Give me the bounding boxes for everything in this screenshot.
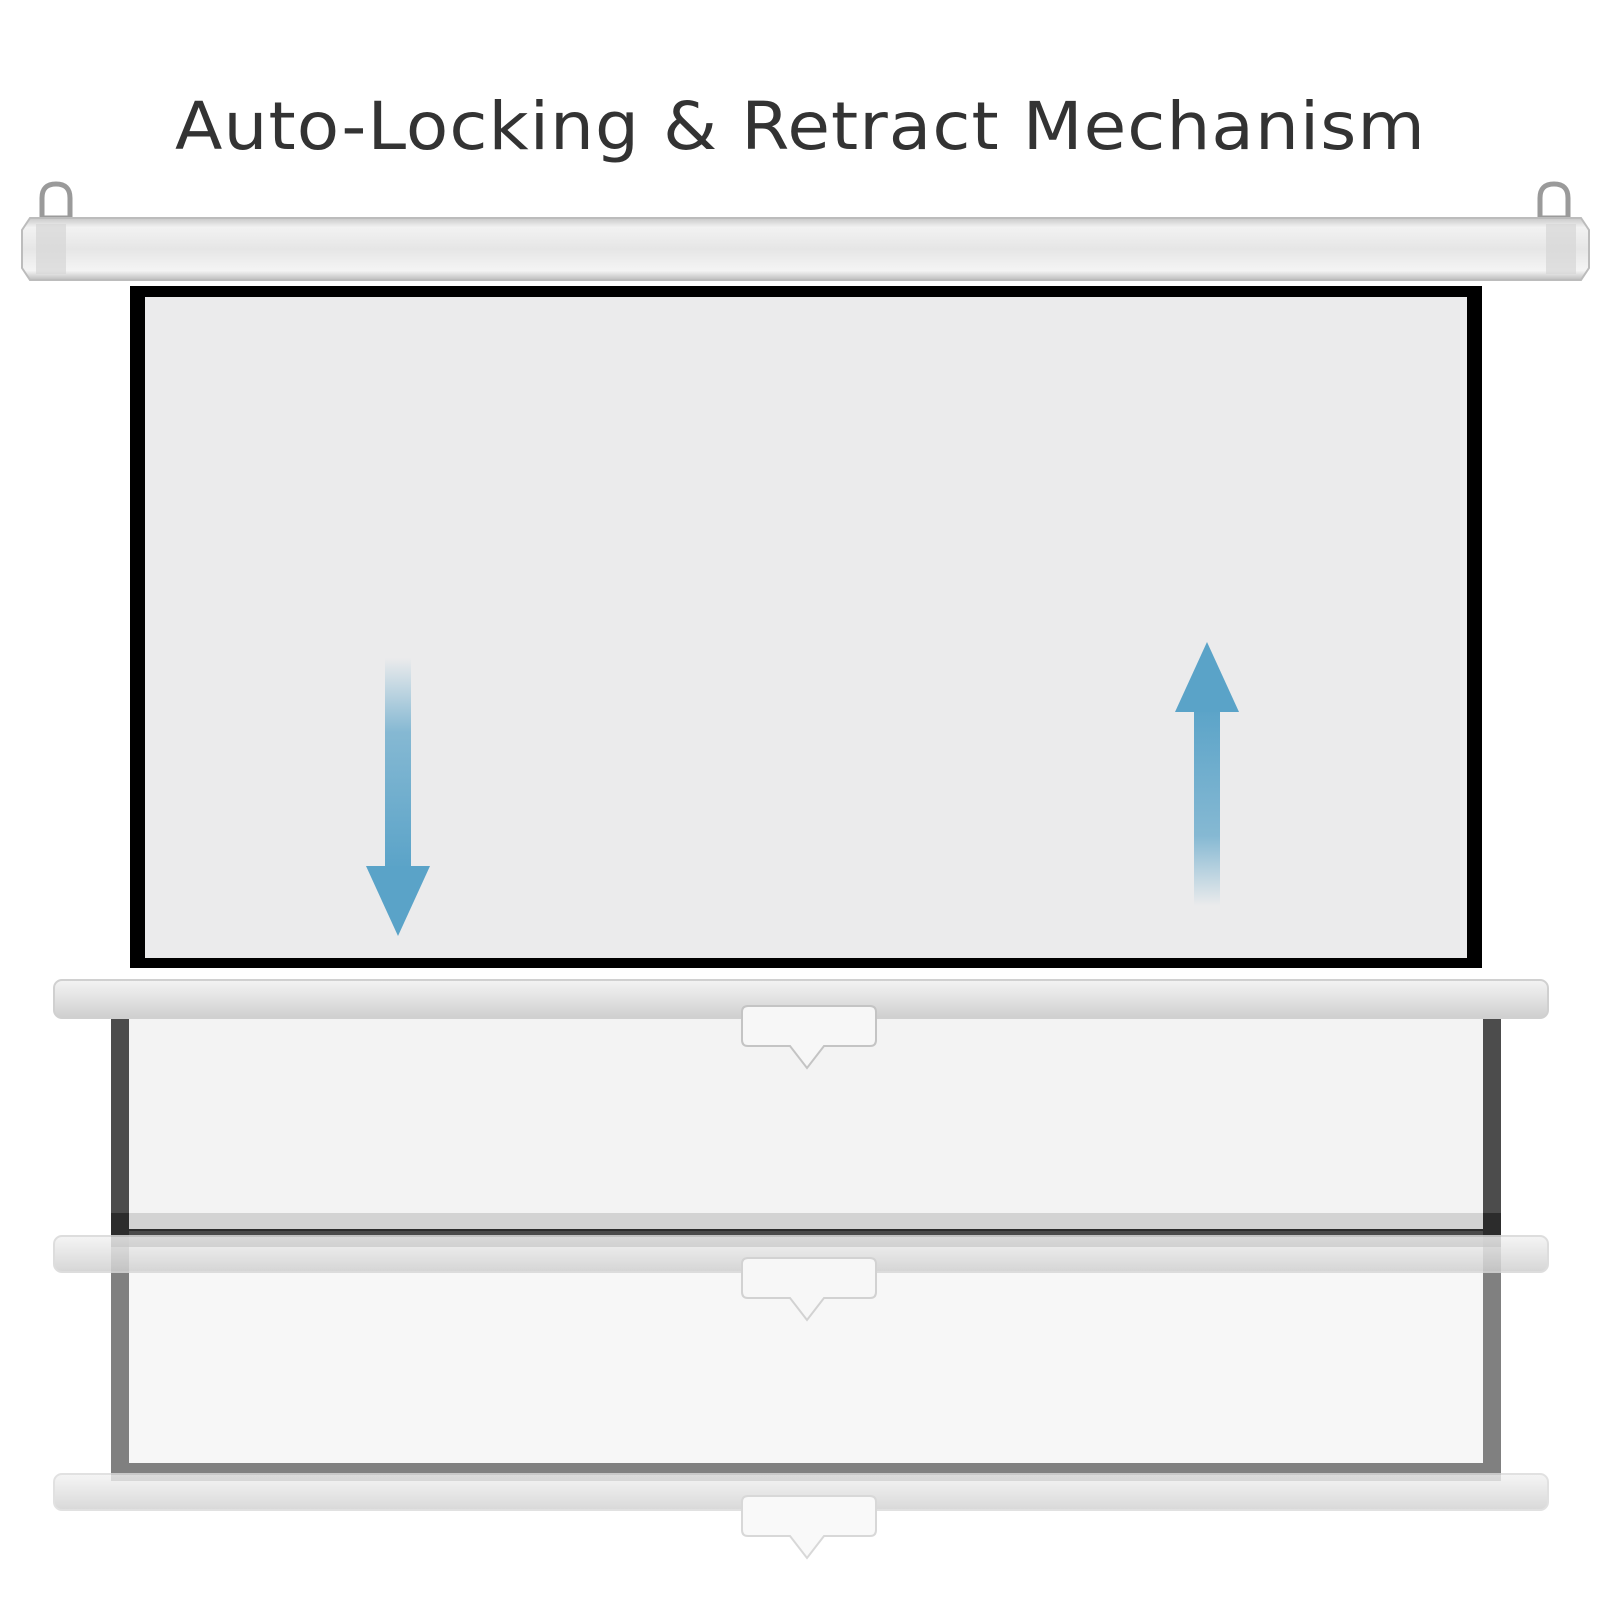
bottom-bar-2	[53, 1235, 1549, 1322]
up-arrow-icon	[1175, 642, 1239, 906]
screen-housing	[21, 181, 1590, 281]
page-title: Auto-Locking & Retract Mechanism	[175, 88, 1426, 165]
down-arrow-icon	[366, 658, 430, 936]
screen-main	[130, 286, 1482, 968]
bottom-bar-3	[53, 1473, 1549, 1560]
bottom-bar-1	[53, 979, 1549, 1070]
